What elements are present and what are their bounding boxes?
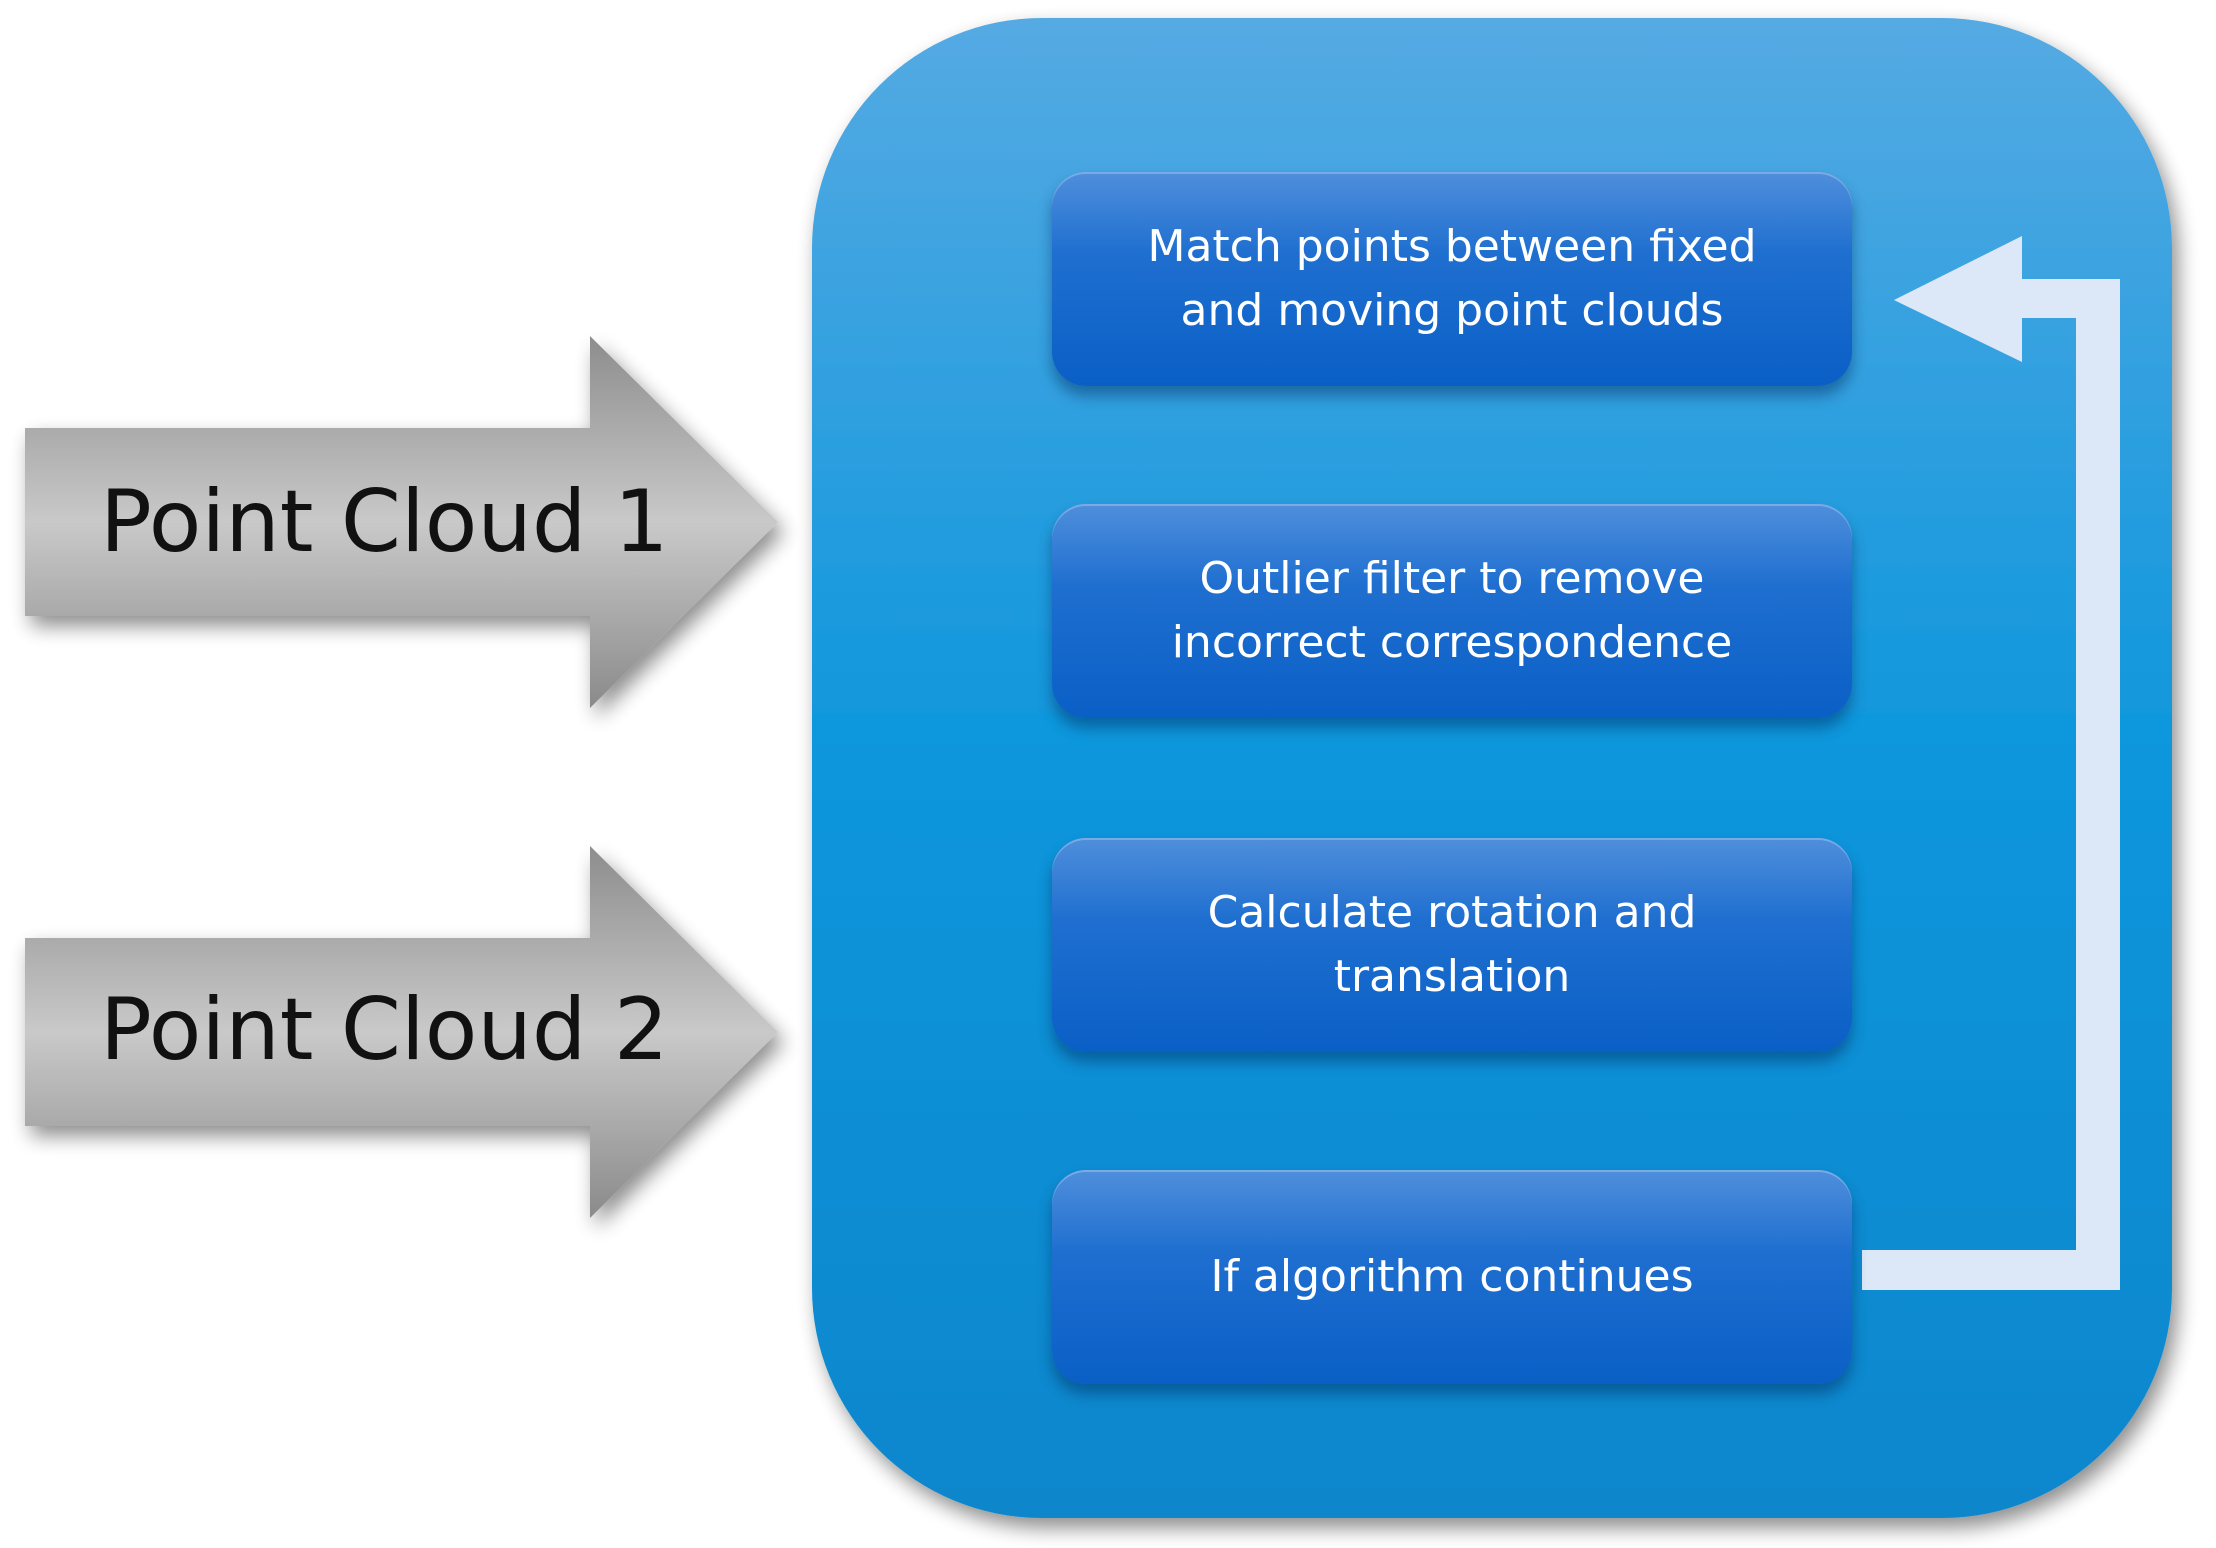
- step-outlier-filter-text: Outlier filter to remove incorrect corre…: [1171, 553, 1733, 668]
- step-algorithm-continues: If algorithm continues: [1052, 1170, 1852, 1384]
- input-label-point-cloud-2: Point Cloud 2: [100, 980, 669, 1080]
- step-outlier-filter: Outlier filter to remove incorrect corre…: [1052, 504, 1852, 718]
- input-label-point-cloud-1: Point Cloud 1: [100, 472, 669, 572]
- input-arrow-2: [25, 846, 778, 1218]
- step-algorithm-continues-text: If algorithm continues: [1210, 1251, 1694, 1302]
- step-calculate-transform-text: Calculate rotation and translation: [1207, 887, 1697, 1002]
- loop-arrow: [1862, 236, 2120, 1290]
- input-arrow-1: [25, 336, 778, 708]
- step-match-points: Match points between fixed and moving po…: [1052, 172, 1852, 386]
- step-match-points-text: Match points between fixed and moving po…: [1147, 221, 1757, 336]
- step-calculate-transform: Calculate rotation and translation: [1052, 838, 1852, 1052]
- process-container: [812, 18, 2172, 1518]
